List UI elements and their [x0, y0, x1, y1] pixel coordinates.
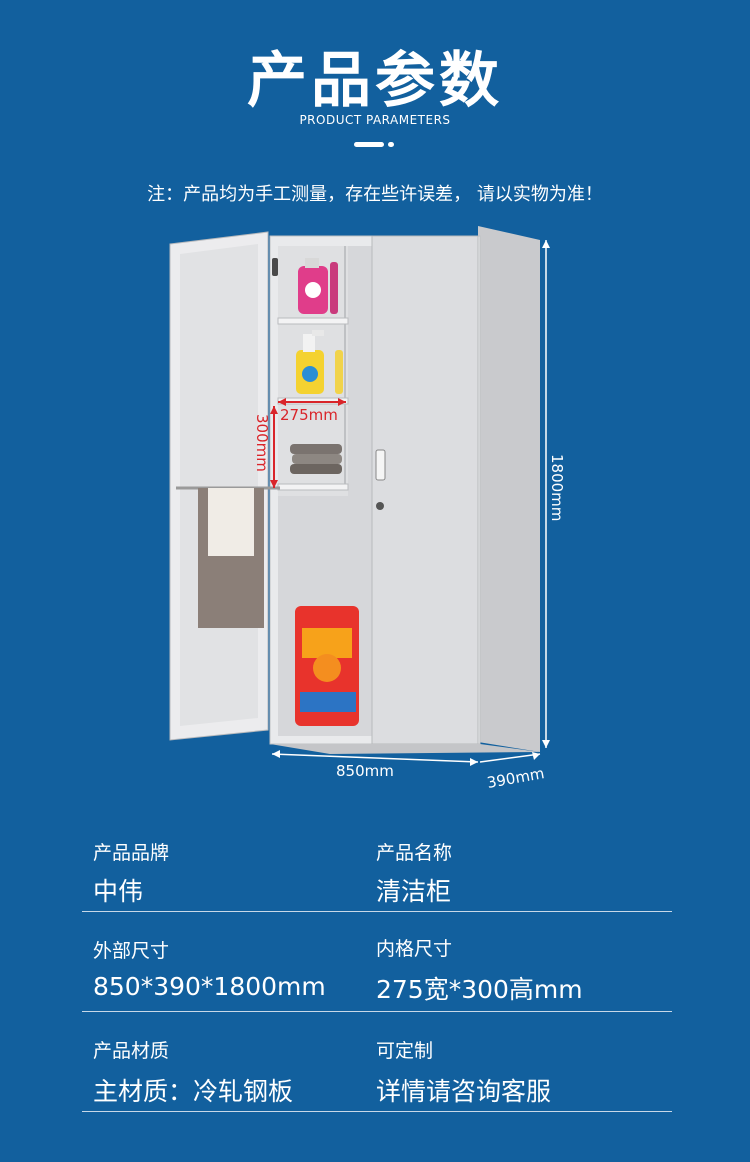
- spec-label-inner-size: 内格尺寸: [376, 938, 453, 960]
- spec-value-name: 清洁柜: [376, 877, 452, 906]
- cabinet-base: [270, 744, 540, 754]
- shelf-1: [277, 317, 349, 325]
- spec-label-name: 产品名称: [376, 842, 453, 864]
- cabinet-illustration: 275mm 300mm 1800mm 850mm 390mm: [169, 226, 566, 792]
- detergent-bottle-icon: [298, 258, 338, 314]
- width-label: 850mm: [336, 762, 394, 780]
- spec-value-brand: 中伟: [93, 877, 144, 906]
- spec-value-outer-size: 850*390*1800mm: [93, 972, 326, 1001]
- detergent-bag-icon: [295, 606, 359, 726]
- spec-label-brand: 产品品牌: [93, 842, 170, 864]
- depth-label: 390mm: [486, 764, 546, 792]
- door-handle: [375, 449, 386, 481]
- spec-row-divider-3: [82, 1111, 672, 1112]
- spec-value-material: 主材质：冷轧钢板: [93, 1077, 294, 1106]
- towel-icon: [176, 486, 280, 628]
- spec-row-divider-1: [82, 911, 672, 912]
- measurement-note: 注：产品均为手工测量，存在些许误差， 请以实物为准！: [147, 184, 603, 205]
- inner-height-label: 300mm: [253, 414, 271, 472]
- right-door: [371, 235, 479, 745]
- spray-bottle-icon: [296, 330, 343, 394]
- spec-row-divider-2: [82, 1011, 672, 1012]
- inner-width-label: 275mm: [280, 406, 338, 424]
- spec-value-inner-size: 275宽*300高mm: [376, 975, 583, 1004]
- page-title: 产品参数: [247, 46, 503, 116]
- spec-label-outer-size: 外部尺寸: [93, 940, 170, 962]
- cabinet-side-panel: [478, 226, 540, 752]
- spec-label-material: 产品材质: [93, 1040, 170, 1062]
- height-label: 1800mm: [548, 454, 566, 521]
- shelf-3: [277, 483, 349, 491]
- lock-icon: [376, 502, 384, 510]
- spec-label-custom: 可定制: [376, 1040, 434, 1062]
- title-divider-dot: [388, 142, 394, 147]
- folded-cloths-icon: [290, 444, 342, 474]
- spec-value-custom: 详情请咨询客服: [376, 1077, 552, 1106]
- title-divider-dash: [354, 142, 384, 147]
- page-subtitle: PRODUCT PARAMETERS: [299, 113, 451, 127]
